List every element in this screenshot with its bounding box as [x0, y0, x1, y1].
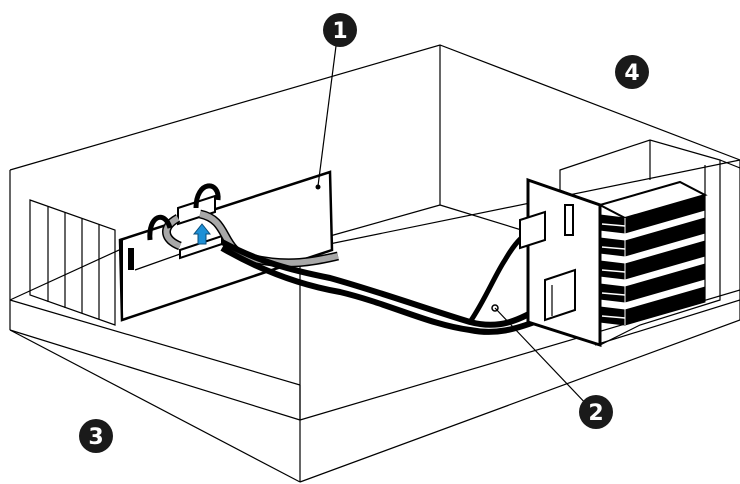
- arrow-up-icon: [192, 223, 212, 245]
- drive-3-edge: [601, 269, 626, 273]
- backplane-connector-top: [519, 210, 546, 250]
- callout-1-label: 1: [332, 19, 347, 44]
- black-cable-2: [220, 245, 547, 335]
- callout-4-circle: [615, 55, 649, 89]
- drive-2-edge: [601, 246, 626, 250]
- callout-4: 4: [615, 55, 649, 89]
- callout-1-circle: [323, 13, 357, 47]
- chassis-right-bottom-edge: [299, 319, 740, 483]
- drive-cage: [519, 139, 740, 348]
- callout-3-label: 3: [88, 425, 103, 450]
- backplane-connector-bottom: [544, 268, 576, 322]
- drive-cage-frame: [559, 139, 721, 346]
- callout-2-circle: [579, 395, 613, 429]
- drive-stack: [597, 180, 708, 326]
- callout-3: 3: [79, 419, 113, 453]
- cage-top-edge: [719, 159, 740, 169]
- chassis-floor-right-back: [439, 204, 529, 233]
- drive-4-edge: [601, 292, 626, 296]
- leader-lines: [317, 45, 591, 409]
- callout-2-label: 2: [588, 401, 603, 426]
- controller-card-screw: [315, 184, 321, 190]
- expansion-slots: [29, 199, 116, 326]
- drive-5-edge: [601, 315, 626, 319]
- callout-1: 1: [323, 13, 357, 47]
- leader-line-1: [317, 45, 337, 187]
- callout-3-circle: [79, 419, 113, 453]
- chassis-right-inner-edge: [594, 299, 740, 346]
- leader-line-2: [494, 307, 591, 409]
- controller-card-trace: [134, 253, 181, 271]
- chassis-bottom-left-edge: [9, 329, 301, 483]
- chassis-front-top-edge: [9, 299, 301, 386]
- chassis-cover-edge: [299, 159, 740, 251]
- callout-2: 2: [579, 395, 613, 429]
- black-cable-loop-left: [147, 214, 173, 241]
- chassis-floor-left-back: [329, 204, 441, 237]
- chassis-left-floor-edge: [9, 244, 131, 301]
- slot-panel-outline: [29, 199, 116, 326]
- black-cable-1: [220, 239, 547, 328]
- callout-4-label: 4: [624, 61, 639, 86]
- controller-card-bracket-tab: [128, 248, 134, 270]
- backplane-connector-slot: [564, 204, 574, 236]
- drive-1-edge: [601, 223, 626, 227]
- black-cable-loop-top: [193, 183, 221, 209]
- chassis-front-mid-edge: [9, 329, 301, 421]
- gray-cable-loop: [163, 215, 182, 249]
